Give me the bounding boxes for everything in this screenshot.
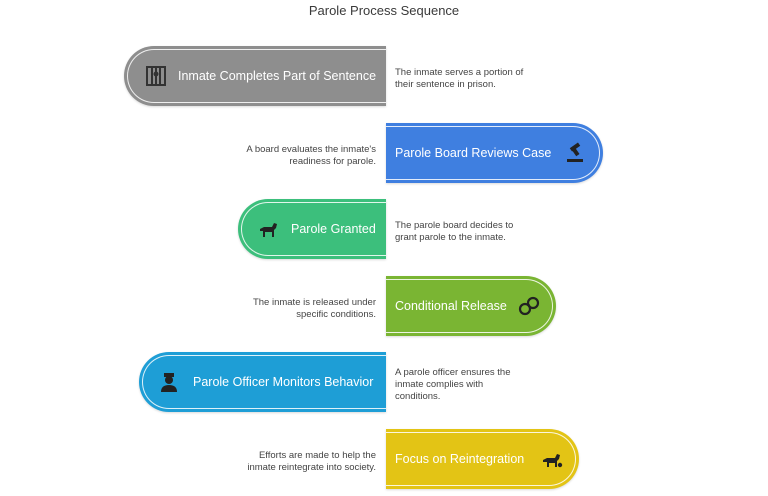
step-1-label: Inmate Completes Part of Sentence — [178, 69, 377, 83]
dog-icon — [256, 217, 280, 241]
step-2-pill: Parole Board Reviews Case — [386, 123, 603, 183]
diagram-title: Parole Process Sequence — [308, 3, 460, 18]
step-6-pill: Focus on Reintegration — [386, 429, 579, 489]
step-2-label: Parole Board Reviews Case — [395, 146, 552, 160]
step-4-pill: Conditional Release — [386, 276, 556, 336]
dog-fetch-icon — [540, 447, 564, 471]
step-4-label: Conditional Release — [395, 299, 507, 313]
handcuffs-icon — [517, 294, 541, 318]
step-inmate-completes-sentence: Inmate Completes Part of Sentence The in… — [0, 46, 768, 106]
step-6-label: Focus on Reintegration — [395, 452, 525, 466]
step-1-pill: Inmate Completes Part of Sentence — [124, 46, 386, 106]
prison-cell-icon — [144, 64, 168, 88]
gavel-icon — [563, 141, 587, 165]
step-5-pill: Parole Officer Monitors Behavior — [139, 352, 386, 412]
step-parole-granted: Parole Granted The parole board decides … — [0, 199, 768, 259]
officer-icon — [157, 370, 181, 394]
step-3-label: Parole Granted — [291, 222, 376, 236]
step-5-label: Parole Officer Monitors Behavior — [193, 375, 374, 389]
step-3-pill: Parole Granted — [238, 199, 386, 259]
step-officer-monitors: Parole Officer Monitors Behavior A parol… — [0, 352, 768, 412]
